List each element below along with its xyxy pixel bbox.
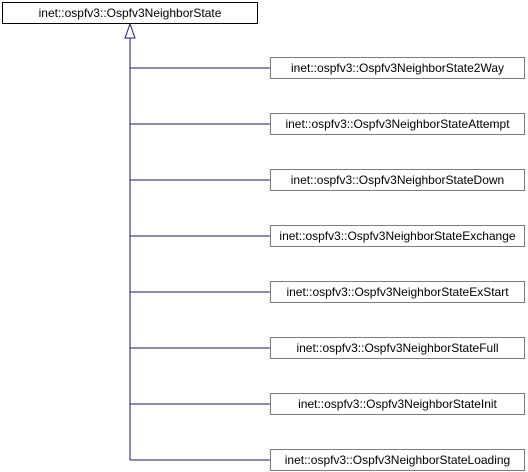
- derived-class-node-init[interactable]: inet::ospfv3::Ospfv3NeighborStateInit: [270, 393, 525, 415]
- derived-class-label: inet::ospfv3::Ospfv3NeighborStateDown: [290, 173, 505, 187]
- derived-class-node-loading[interactable]: inet::ospfv3::Ospfv3NeighborStateLoading: [270, 449, 525, 471]
- derived-class-label: inet::ospfv3::Ospfv3NeighborStateLoading: [284, 453, 511, 467]
- base-class-node[interactable]: inet::ospfv3::Ospfv3NeighborState: [2, 2, 258, 24]
- inheritance-arrowhead-icon: [124, 22, 136, 39]
- derived-class-node-down[interactable]: inet::ospfv3::Ospfv3NeighborStateDown: [270, 169, 525, 191]
- derived-class-label: inet::ospfv3::Ospfv3NeighborStateExStart: [286, 285, 509, 299]
- derived-class-label: inet::ospfv3::Ospfv3NeighborStateAttempt: [285, 117, 510, 131]
- derived-class-node-attempt[interactable]: inet::ospfv3::Ospfv3NeighborStateAttempt: [270, 113, 525, 135]
- derived-class-node-exstart[interactable]: inet::ospfv3::Ospfv3NeighborStateExStart: [270, 281, 525, 303]
- derived-class-node-full[interactable]: inet::ospfv3::Ospfv3NeighborStateFull: [270, 337, 525, 359]
- derived-class-label: inet::ospfv3::Ospfv3NeighborState2Way: [291, 61, 504, 75]
- derived-class-label: inet::ospfv3::Ospfv3NeighborStateExchang…: [279, 229, 516, 243]
- derived-class-label: inet::ospfv3::Ospfv3NeighborStateFull: [296, 341, 499, 355]
- base-class-label: inet::ospfv3::Ospfv3NeighborState: [38, 6, 222, 20]
- derived-class-node-2way[interactable]: inet::ospfv3::Ospfv3NeighborState2Way: [270, 57, 525, 79]
- derived-class-label: inet::ospfv3::Ospfv3NeighborStateInit: [298, 397, 497, 411]
- derived-class-node-exchange[interactable]: inet::ospfv3::Ospfv3NeighborStateExchang…: [270, 225, 525, 247]
